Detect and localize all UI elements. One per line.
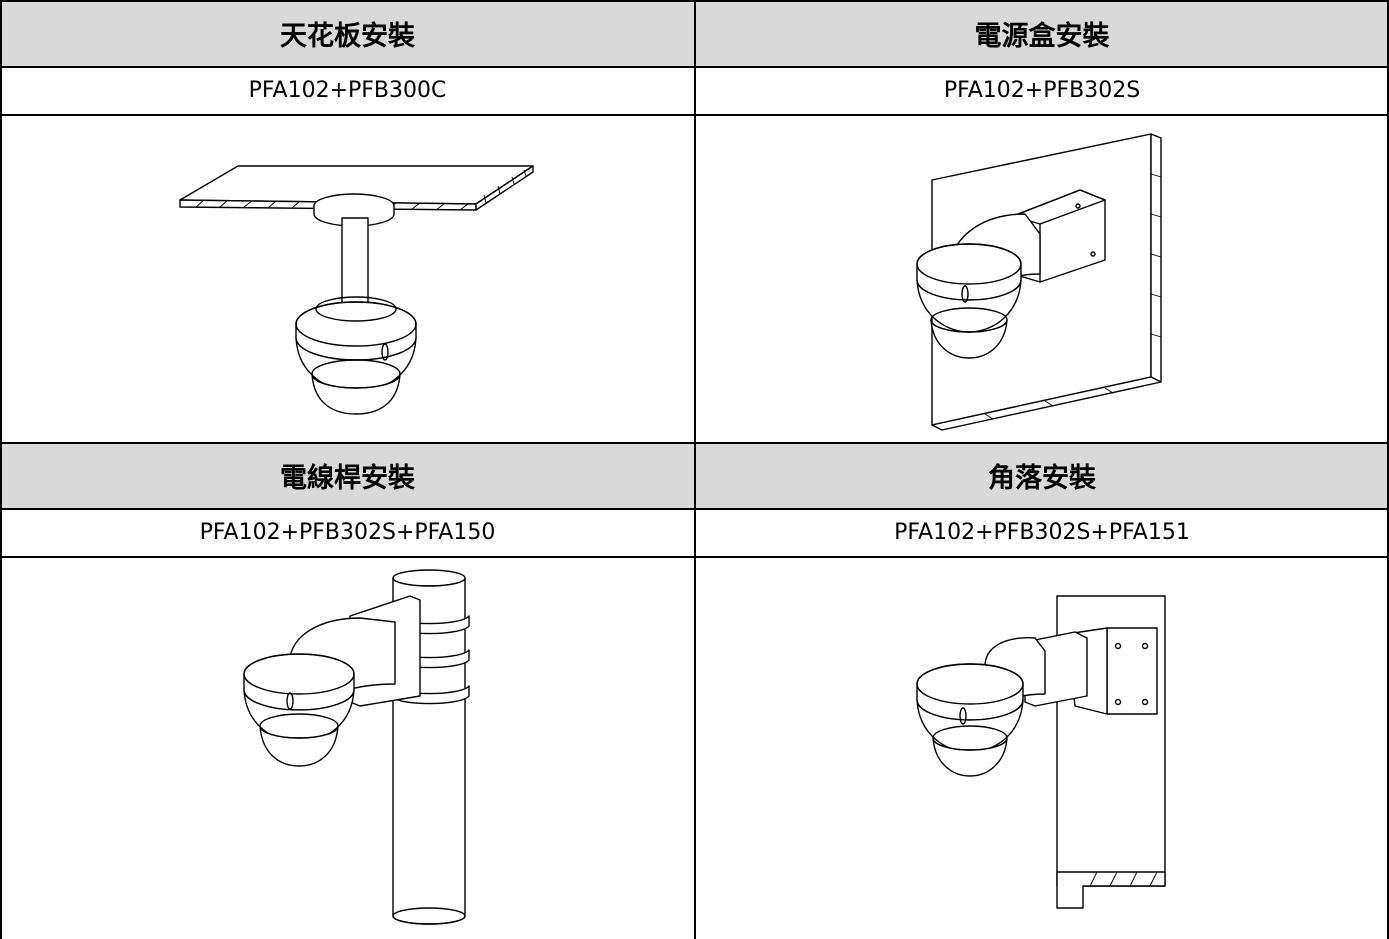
corner-mount-drawing	[916, 595, 1166, 909]
image-cell-ceiling	[0, 114, 695, 442]
header-junction-box-mount: 電源盒安裝	[695, 0, 1389, 66]
junction-box-wall-mount-drawing	[916, 133, 1162, 431]
border-left	[0, 0, 2, 939]
header-pole-mount: 電線桿安裝	[0, 442, 695, 508]
border-right	[1387, 0, 1389, 939]
model-junction-box-mount: PFA102+PFB302S	[943, 77, 1141, 103]
border-top	[0, 0, 1389, 2]
model-pole-mount: PFA102+PFB302S+PFA150	[199, 519, 496, 545]
border-row-508	[0, 508, 1389, 510]
image-cell-pole	[0, 556, 695, 939]
border-row-66	[0, 66, 1389, 68]
model-ceiling-mount: PFA102+PFB300C	[248, 77, 447, 103]
border-row-442	[0, 442, 1389, 444]
pole-mount-drawing	[243, 569, 470, 925]
header-ceiling-mount: 天花板安裝	[0, 0, 695, 66]
model-corner-mount: PFA102+PFB302S+PFA151	[894, 519, 1190, 545]
border-row-114	[0, 114, 1389, 116]
border-middle	[694, 0, 696, 939]
header-corner-mount: 角落安裝	[695, 442, 1389, 508]
image-cell-junction-box	[695, 114, 1389, 442]
ceiling-mount-drawing	[179, 165, 534, 415]
border-row-556	[0, 556, 1389, 558]
image-cell-corner	[695, 556, 1389, 939]
